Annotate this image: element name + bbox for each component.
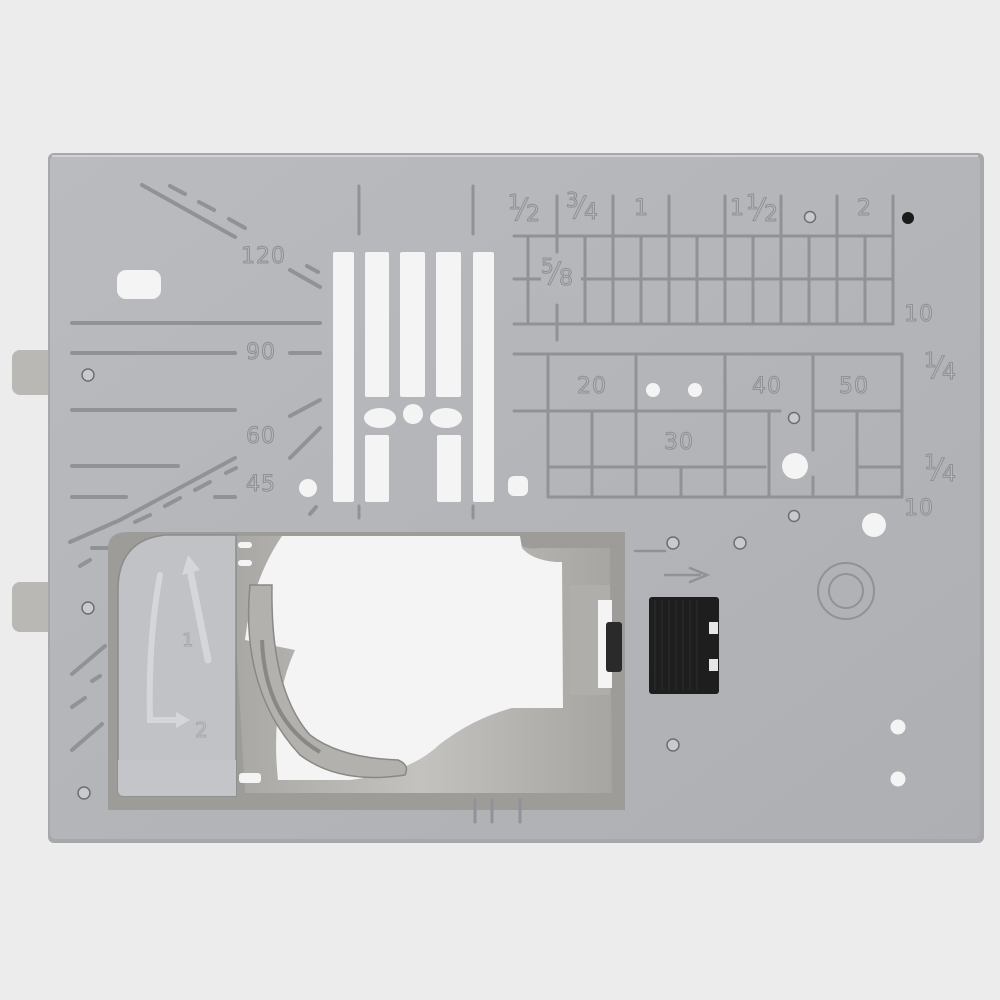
metric-label-ten: 10 bbox=[904, 496, 934, 522]
angle-label-60: 60 bbox=[246, 424, 276, 450]
black-dot-marker bbox=[902, 212, 914, 224]
metric-label-40: 40 bbox=[752, 374, 782, 400]
metric-label-30: 30 bbox=[664, 430, 694, 456]
metric-label-20: 20 bbox=[577, 374, 607, 400]
release-button-lever[interactable] bbox=[649, 597, 719, 694]
rivets bbox=[77, 210, 817, 800]
bobbin-cover-step-1: 1 bbox=[181, 630, 195, 652]
mounting-tab-upper bbox=[12, 350, 57, 395]
metric-label-quarter-top: 1 / 4 bbox=[924, 348, 957, 386]
inch-label-ten: 10 bbox=[904, 302, 934, 328]
inch-label-one: 1 bbox=[634, 196, 649, 222]
plate-holes-right bbox=[890, 719, 906, 787]
metric-label-50: 50 bbox=[839, 374, 869, 400]
angle-label-45: 45 bbox=[246, 472, 276, 498]
bobbin-cover[interactable] bbox=[117, 534, 237, 797]
inch-label-two: 2 bbox=[857, 196, 872, 222]
bobbin-cover-step-2: 2 bbox=[195, 718, 209, 743]
needle-center-marks bbox=[357, 184, 475, 520]
bottom-guide-marks bbox=[473, 798, 522, 824]
inch-label-one-half-whole: 1 bbox=[730, 196, 745, 222]
mounting-tab-lower bbox=[12, 582, 57, 632]
presser-foot-circle-marker bbox=[817, 562, 875, 620]
metric-holes bbox=[646, 383, 886, 537]
bobbin-area bbox=[108, 532, 625, 810]
angle-label-90: 90 bbox=[246, 340, 276, 366]
feed-dog-slots bbox=[299, 252, 528, 502]
inch-label-five-eighths: 5 / 8 bbox=[541, 254, 581, 294]
angle-label-120: 120 bbox=[241, 244, 286, 270]
direction-arrow-icon bbox=[633, 549, 711, 584]
metric-seam-grid bbox=[512, 352, 904, 499]
inch-label-three-quarter: 3 / 4 bbox=[566, 188, 599, 226]
oblong-hole bbox=[117, 270, 161, 299]
inch-label-one-half: 1 / 2 bbox=[746, 190, 779, 228]
metric-label-quarter-bottom: 1 / 4 bbox=[924, 450, 957, 488]
inch-label-half: 1 / 2 bbox=[508, 190, 541, 228]
